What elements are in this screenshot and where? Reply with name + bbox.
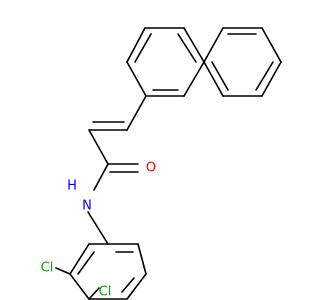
chlorine-atom-a: Cl xyxy=(41,261,54,276)
naphthalene-group xyxy=(126,27,282,97)
bond xyxy=(88,287,100,300)
bond xyxy=(134,33,152,63)
bond xyxy=(69,243,90,275)
bond xyxy=(87,211,109,245)
bond xyxy=(255,61,274,91)
bond xyxy=(88,129,109,165)
nitrogen-hydrogen: H xyxy=(67,179,77,194)
bond xyxy=(126,27,146,63)
bond xyxy=(93,163,109,191)
alkene-linker xyxy=(88,95,147,131)
chlorine-atom-b: Cl xyxy=(99,285,112,300)
bond xyxy=(261,61,282,97)
bond xyxy=(126,273,147,300)
bond xyxy=(183,27,205,63)
bond xyxy=(183,61,205,97)
molecule-structure: O N H Cl Cl xyxy=(41,27,282,300)
bond xyxy=(177,33,197,63)
bond xyxy=(55,267,71,275)
bond xyxy=(211,61,229,91)
bond xyxy=(137,243,147,275)
bond xyxy=(203,61,224,97)
bond xyxy=(77,251,95,275)
dichlorophenyl-ring: Cl Cl xyxy=(41,211,147,300)
bond xyxy=(126,61,147,97)
bond xyxy=(261,27,282,63)
amide-group: O N H xyxy=(67,129,156,214)
bond xyxy=(121,277,135,293)
nitrogen-atom: N xyxy=(82,199,92,214)
bond xyxy=(69,273,90,300)
oxygen-atom: O xyxy=(146,161,156,176)
bond xyxy=(126,95,147,131)
molecule-canvas: O N H Cl Cl xyxy=(41,27,282,300)
bond xyxy=(203,27,224,63)
